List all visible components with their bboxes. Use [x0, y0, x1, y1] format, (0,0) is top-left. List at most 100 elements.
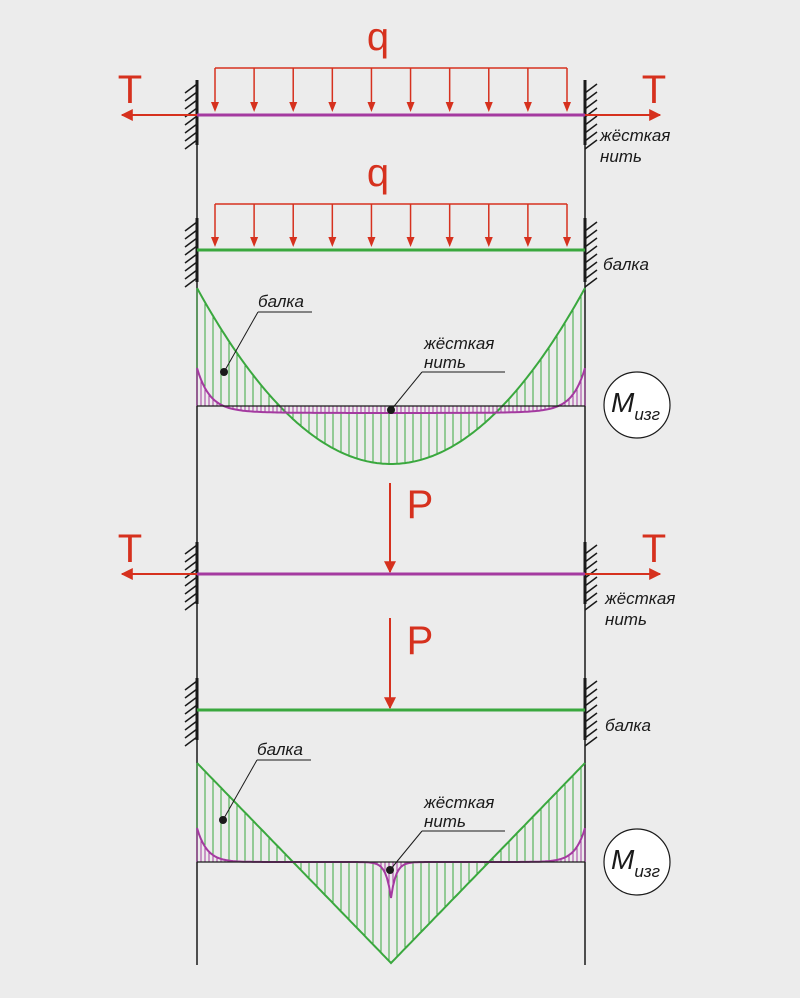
- load-arrow-head: [523, 237, 532, 247]
- wall-hatch: [584, 261, 598, 272]
- tension-T-left: T: [118, 68, 142, 112]
- wall-hatch: [584, 544, 598, 555]
- load-arrow-head: [328, 237, 337, 247]
- left-wall-support: [184, 80, 199, 150]
- point-load-P: P: [407, 483, 434, 527]
- wall-hatch: [584, 253, 598, 264]
- svg-text:Mизг: Mизг: [611, 387, 660, 424]
- load-arrow-head: [563, 102, 571, 112]
- wall-hatch: [584, 237, 598, 248]
- wall-hatch: [184, 277, 198, 288]
- wall-hatch: [584, 584, 598, 595]
- wall-hatch: [184, 221, 198, 232]
- distributed-load-arrows: [211, 204, 571, 247]
- thread-label-2: нить: [600, 147, 642, 166]
- wall-hatch: [184, 83, 198, 94]
- load-arrow-head: [445, 237, 454, 247]
- wall-hatch: [184, 560, 198, 571]
- beam-callout: балка: [257, 740, 303, 759]
- wall-hatch: [184, 704, 198, 715]
- moment-symbol: M: [611, 387, 635, 418]
- wall-hatch: [184, 253, 198, 264]
- wall-hatch: [184, 139, 198, 150]
- wall-hatch: [184, 131, 198, 142]
- right-wall-support: [583, 678, 598, 747]
- load-arrow-head: [406, 237, 415, 247]
- thread-label-1: жёсткая: [599, 126, 670, 145]
- wall-hatch: [184, 720, 198, 731]
- wall-hatch: [584, 736, 598, 747]
- load-arrow-head: [250, 102, 259, 112]
- wall-hatch: [584, 576, 598, 587]
- wall-hatch: [584, 91, 598, 102]
- thread-callout-2: нить: [424, 812, 466, 831]
- moment-diagram-point: балка жёсткая нить Mизг: [196, 740, 671, 965]
- load-arrow-head: [484, 237, 493, 247]
- load-arrow-head: [445, 102, 454, 112]
- thread-moment-hatching: [196, 828, 586, 887]
- load-arrow-head: [367, 237, 376, 247]
- thread-label-2: нить: [605, 610, 647, 629]
- wall-hatch: [584, 712, 598, 723]
- wall-hatch: [584, 552, 598, 563]
- wall-hatch: [584, 229, 598, 240]
- thread-callout-1: жёсткая: [423, 793, 494, 812]
- beam-label: балка: [605, 716, 651, 735]
- wall-hatch: [184, 99, 198, 110]
- left-wall-support: [184, 218, 199, 288]
- wall-hatch: [584, 600, 598, 611]
- distributed-load-arrows: [211, 68, 571, 112]
- load-arrow-head: [563, 237, 571, 247]
- wall-hatch: [184, 592, 198, 603]
- load-arrow-head: [523, 102, 532, 112]
- wall-hatch: [184, 584, 198, 595]
- left-wall-support: [184, 542, 199, 611]
- bending-moment-badge: Mизг: [603, 828, 671, 896]
- wall-hatch: [584, 720, 598, 731]
- scene-3-thread-point: P T T жёсткая нить: [118, 483, 675, 629]
- moment-subscript: изг: [634, 862, 660, 881]
- scene-4-beam-point: P балка: [184, 618, 651, 747]
- wall-hatch: [184, 600, 198, 611]
- wall-hatch: [184, 696, 198, 707]
- wall-hatch: [584, 592, 598, 603]
- right-wall-support: [583, 218, 598, 288]
- load-arrow-head: [289, 237, 298, 247]
- load-arrow-head: [211, 237, 219, 247]
- thread-moment-hatching: [196, 368, 586, 413]
- load-arrow-head: [484, 102, 493, 112]
- wall-hatch: [184, 237, 198, 248]
- wall-hatch: [184, 552, 198, 563]
- wall-hatch: [584, 99, 598, 110]
- load-arrow-head: [328, 102, 337, 112]
- thread-callout-1: жёсткая: [423, 334, 494, 353]
- load-arrow-head: [367, 102, 376, 112]
- load-arrow-head: [211, 102, 219, 112]
- scene-2-beam-distributed: q балка: [184, 151, 649, 288]
- right-wall-support: [583, 542, 598, 611]
- beam-callout: балка: [258, 292, 304, 311]
- scene-1-thread-distributed: q T T жёсткая нить: [118, 15, 671, 166]
- wall-hatch: [584, 688, 598, 699]
- load-q-label: q: [367, 151, 389, 195]
- left-wall-support: [184, 678, 199, 747]
- wall-hatch: [584, 221, 598, 232]
- svg-text:Mизг: Mизг: [611, 844, 660, 881]
- wall-hatch: [584, 680, 598, 691]
- load-q-label: q: [367, 15, 389, 59]
- wall-hatch: [584, 560, 598, 571]
- moment-symbol: M: [611, 844, 635, 875]
- wall-hatch: [584, 277, 598, 288]
- wall-hatch: [584, 696, 598, 707]
- wall-hatch: [184, 712, 198, 723]
- wall-hatch: [184, 229, 198, 240]
- moment-subscript: изг: [634, 405, 660, 424]
- thread-label-1: жёсткая: [604, 589, 675, 608]
- wall-hatch: [184, 576, 198, 587]
- tension-T-left: T: [118, 527, 142, 571]
- bending-moment-badge: Mизг: [603, 371, 671, 439]
- tension-T-right: T: [642, 68, 666, 112]
- wall-hatch: [584, 245, 598, 256]
- wall-hatch: [184, 736, 198, 747]
- wall-hatch: [584, 728, 598, 739]
